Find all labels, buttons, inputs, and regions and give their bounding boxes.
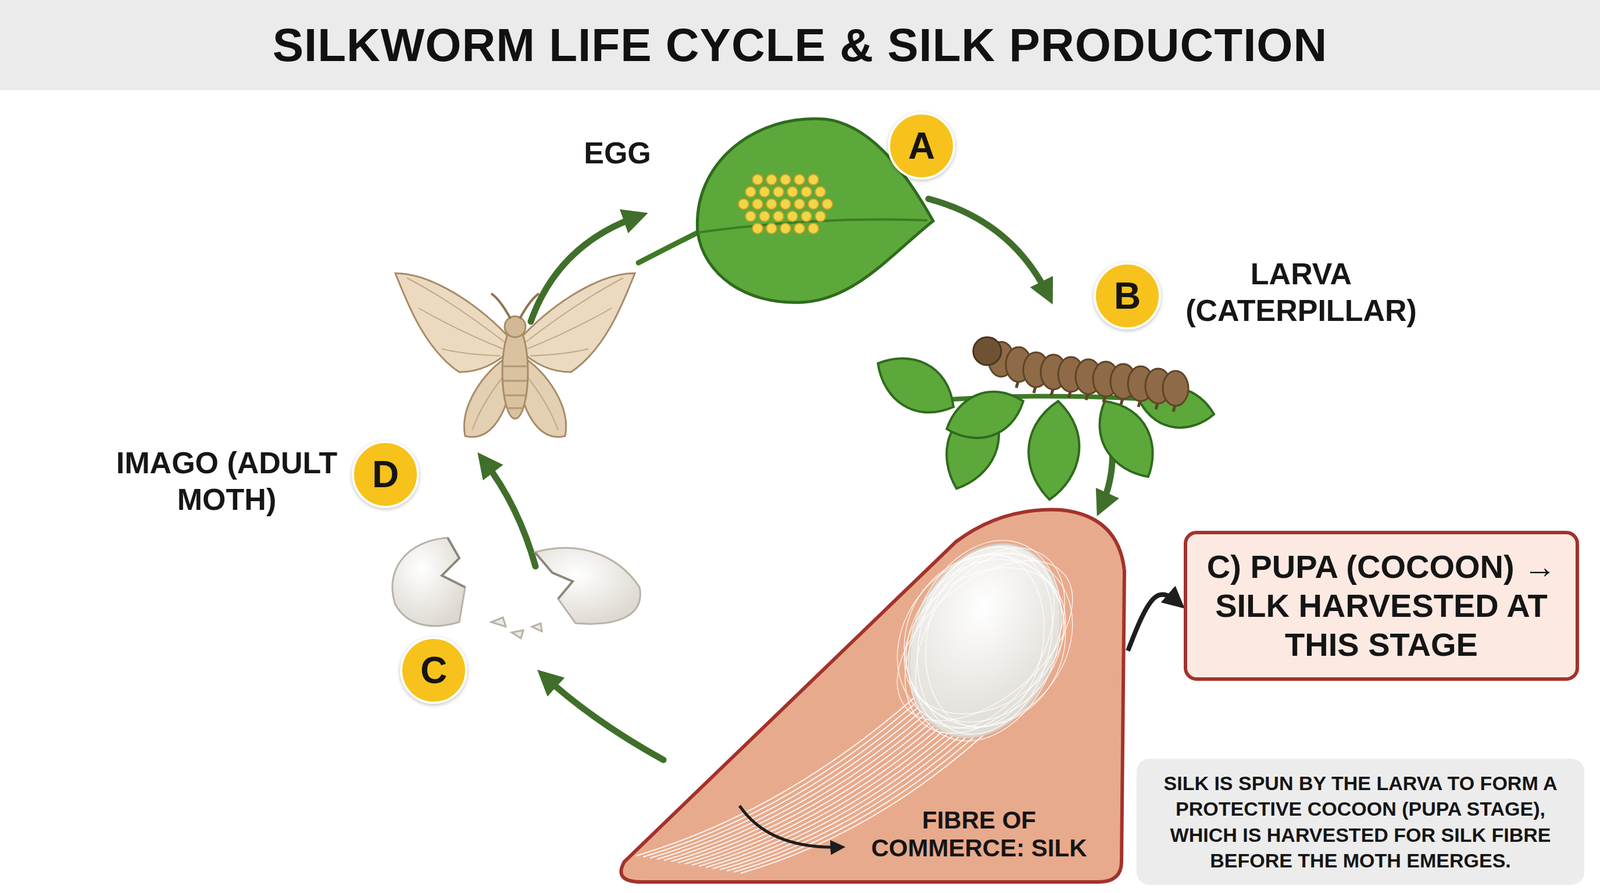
moth-body [502, 325, 528, 419]
egg [780, 198, 791, 210]
egg [794, 223, 805, 234]
egg [759, 211, 770, 222]
shell-crack [441, 537, 466, 588]
moth-wing [518, 273, 635, 373]
egg [780, 174, 791, 185]
shell-fragment [511, 630, 524, 639]
callout-letter: B [1093, 262, 1162, 330]
stage-label: LARVA (CATERPILLAR) [1173, 255, 1430, 330]
egg [787, 211, 798, 222]
egg [752, 198, 763, 210]
stage-label: EGG [530, 134, 705, 172]
region-shape [606, 506, 1128, 886]
egg [808, 198, 819, 210]
egg [815, 186, 826, 198]
callout-letter: A [887, 112, 956, 180]
stage-label: IMAGO (ADULT MOTH) [98, 444, 355, 519]
egg [780, 223, 791, 234]
callout-letter: D [351, 440, 420, 509]
antenna [491, 293, 539, 319]
egg [738, 198, 749, 210]
egg [773, 186, 784, 198]
cocoon-fuzz [873, 527, 1097, 754]
cycle-arrow [544, 676, 664, 760]
egg [808, 223, 819, 234]
diagram-title: SILKWORM LIFE CYCLE & SILK PRODUCTION [0, 0, 1600, 91]
egg [773, 211, 784, 222]
caterpillar [973, 337, 1189, 412]
shell-fragment [491, 617, 506, 627]
cocoon [881, 521, 1088, 760]
egg [801, 186, 812, 198]
egg [808, 174, 819, 185]
cycle-arrow [483, 460, 536, 567]
note-box: SILK IS SPUN BY THE LARVA TO FORM A PROT… [1136, 758, 1585, 885]
cocoon-fuzz [861, 517, 1109, 764]
silk-thread [656, 691, 944, 860]
egg [801, 211, 812, 222]
egg [794, 198, 805, 210]
cocoon-fuzz [868, 529, 1102, 752]
pointer-arrow [739, 805, 843, 848]
wing-vein [441, 348, 500, 356]
egg [794, 174, 805, 185]
cycle-arrow [928, 198, 1049, 296]
leaf-stem [638, 232, 698, 263]
silk-fibre-region: FIBRE OF COMMERCE: SILK [606, 506, 1128, 886]
shell-crack [534, 552, 573, 599]
egg [766, 174, 777, 185]
callout-letter-text: B [1113, 277, 1141, 315]
egg [752, 174, 763, 185]
egg [759, 186, 770, 198]
egg [766, 198, 777, 210]
body-stripe [503, 366, 527, 409]
shell-half [534, 548, 641, 625]
cracked-cocoon-shell [392, 537, 641, 639]
shell-fragment [531, 623, 542, 632]
wing-vein [530, 348, 589, 356]
harvest-arrow [1127, 594, 1182, 652]
callout-letter: C [400, 636, 468, 705]
region-outline [620, 509, 1125, 882]
callout-letter-text: D [372, 455, 399, 494]
cocoon-fuzz [872, 518, 1098, 763]
stage-callout-box: C) PUPA (COCOON) → SILK HARVESTED AT THI… [1183, 530, 1580, 681]
fibre-label: FIBRE OF COMMERCE: SILK [851, 806, 1107, 863]
egg [766, 223, 777, 234]
moth-wing [395, 273, 512, 373]
cocoon-fuzz [876, 537, 1094, 745]
leaf [946, 391, 1024, 438]
note-text: SILK IS SPUN BY THE LARVA TO FORM A PROT… [1147, 770, 1574, 874]
callout-letter-text: A [908, 127, 935, 165]
adult-moth [395, 273, 635, 438]
cocoon-fuzz [876, 528, 1094, 754]
egg [745, 211, 756, 222]
stage-callout-text: C) PUPA (COCOON) → SILK HARVESTED AT THI… [1202, 547, 1561, 665]
egg [752, 223, 763, 234]
egg [815, 211, 826, 222]
egg [745, 186, 756, 198]
leaf [1099, 401, 1153, 477]
callout-letter-text: C [420, 651, 448, 689]
title-band [0, 0, 1600, 91]
larva-segment [1162, 370, 1189, 406]
shell-half [392, 537, 466, 627]
cocoon-fuzz [886, 529, 1083, 753]
leaf [1028, 401, 1080, 500]
wing-vein [418, 308, 503, 349]
leaf [877, 358, 954, 413]
larva-head [973, 337, 1002, 366]
egg [822, 198, 833, 210]
moth-head [504, 316, 526, 338]
egg [787, 186, 798, 198]
wing-vein [527, 308, 612, 349]
